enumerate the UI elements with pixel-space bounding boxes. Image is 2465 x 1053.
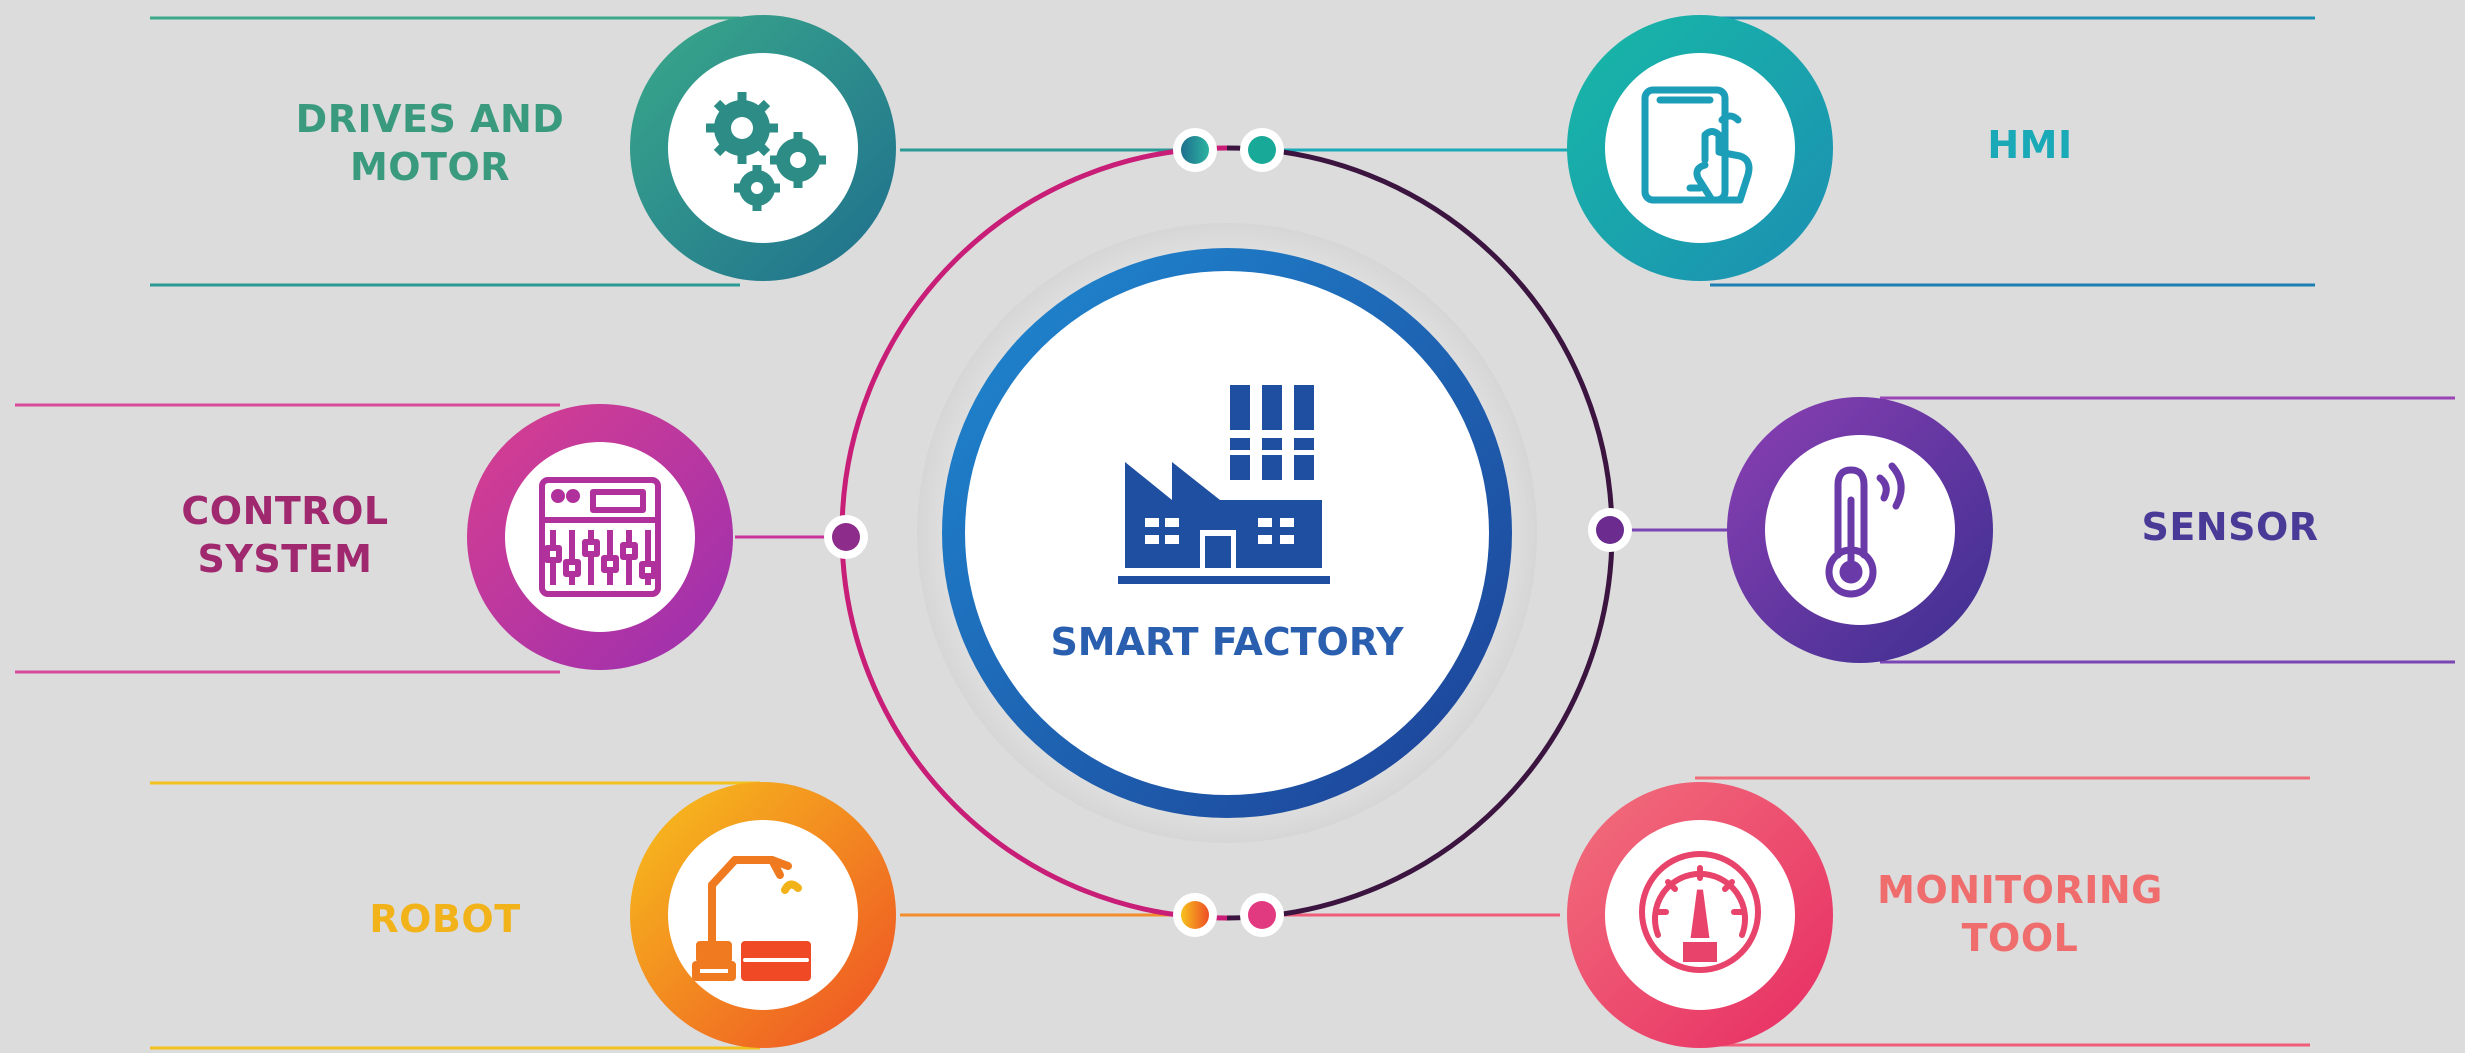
label-hmi: HMI (1930, 121, 2130, 169)
junction-orb-bottom-right-core (1248, 901, 1276, 929)
node-control-system (467, 404, 733, 670)
junction-orb-top-left-core (1181, 136, 1209, 164)
robot-arm-icon (692, 856, 811, 981)
label-line: ROBOT (369, 897, 521, 941)
label-line: SYSTEM (197, 537, 373, 581)
label-line: CONTROL (181, 489, 389, 533)
junction-orbs (824, 128, 1632, 937)
gears-icon (706, 92, 826, 211)
control-panel-icon (539, 477, 661, 597)
factory-icon (1118, 385, 1330, 584)
tablet-touch-icon (1641, 86, 1753, 204)
node-disc (505, 442, 695, 632)
connector-lines (735, 148, 1730, 917)
node-robot (630, 782, 896, 1048)
label-drives-and-motor: DRIVES AND MOTOR (280, 95, 580, 191)
center-label: SMART FACTORY (1050, 620, 1404, 664)
junction-orb-right-core (1596, 516, 1624, 544)
thermometer-sensor-icon (1825, 462, 1905, 598)
label-robot: ROBOT (330, 895, 560, 943)
label-control-system: CONTROL SYSTEM (140, 487, 430, 583)
label-line: TOOL (1961, 916, 2079, 960)
label-sensor: SENSOR (2110, 503, 2350, 551)
junction-orb-top-right-core (1248, 136, 1276, 164)
label-line: HMI (1987, 123, 2073, 167)
divider-lines (15, 16, 2455, 1050)
junction-orb-bottom-left-core (1181, 901, 1209, 929)
node-drives-and-motor (630, 15, 896, 281)
label-line: DRIVES AND (295, 97, 565, 141)
node-disc (668, 820, 858, 1010)
label-line: MOTOR (349, 145, 511, 189)
node-sensor (1727, 397, 1993, 663)
label-monitoring-tool: MONITORING TOOL (1860, 866, 2180, 962)
node-disc (1605, 53, 1795, 243)
label-line: SENSOR (2141, 505, 2319, 549)
node-monitoring-tool (1567, 782, 1833, 1048)
gauge-icon (1639, 851, 1761, 973)
node-hmi (1567, 15, 1833, 281)
center-node: SMART FACTORY (917, 223, 1537, 843)
node-disc (1765, 435, 1955, 625)
label-line: MONITORING (1877, 868, 2163, 912)
junction-orb-left-core (832, 523, 860, 551)
